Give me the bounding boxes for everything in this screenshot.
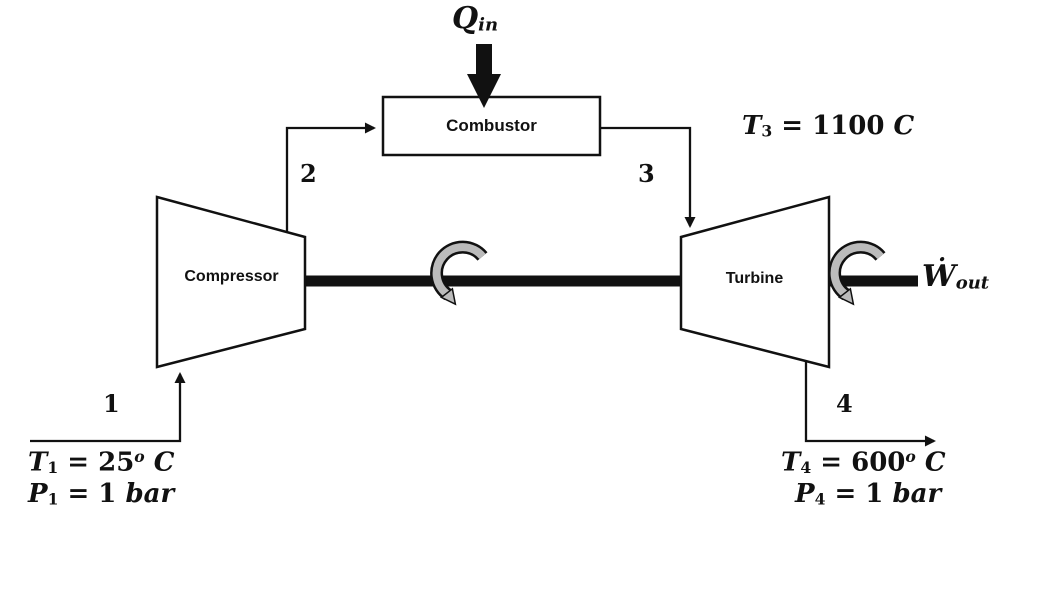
t3-unit: C (893, 111, 915, 141)
state1-pressure: P1 = 1 bar (28, 479, 175, 510)
t4-value: = 600 (811, 447, 906, 478)
state-number-4: 4 (836, 389, 853, 418)
inlet-line-1 (30, 372, 186, 443)
w-out-subscript: out (955, 272, 990, 294)
q-in-subscript: in (478, 14, 499, 36)
p4-symbol: P (795, 479, 815, 509)
p4-unit: bar (892, 479, 942, 509)
t1-value: = 25 (58, 447, 135, 478)
p4-value: = 1 (825, 479, 893, 509)
shaft-rotation-icon (430, 240, 488, 306)
t1-degree-superscript: o (134, 447, 145, 466)
state3-temperature: T3 = 1100 C (742, 111, 915, 142)
t4-subscript: 4 (800, 457, 812, 477)
state-number-1: 1 (103, 389, 120, 418)
p1-unit: bar (125, 479, 175, 509)
t1-symbol: T (28, 447, 48, 478)
w-out-symbol: Ẇ (922, 259, 956, 294)
p4-subscript: 4 (814, 489, 826, 509)
state4-pressure: P4 = 1 bar (795, 479, 942, 510)
p1-symbol: P (28, 479, 48, 509)
t4-unit: C (915, 447, 946, 478)
p1-value: = 1 (58, 479, 126, 509)
outlet-line-4 (804, 360, 936, 447)
compressor-shape (155, 195, 307, 369)
t3-subscript: 3 (761, 121, 773, 141)
combustor-label: Combustor (446, 116, 537, 135)
p1-subscript: 1 (47, 489, 59, 509)
compressor-label: Compressor (184, 268, 279, 285)
q-in-arrow-icon (467, 44, 501, 108)
t4-symbol: T (781, 447, 801, 478)
state4-temperature: T4 = 600o C (781, 448, 946, 478)
q-in-symbol: Q (452, 1, 479, 36)
shaft-rotation-output-icon (828, 240, 886, 306)
t4-degree-superscript: o (905, 447, 916, 466)
flow-line-3 (600, 126, 696, 228)
state-number-3: 3 (638, 159, 655, 188)
t1-unit: C (144, 447, 175, 478)
t3-symbol: T (742, 111, 762, 141)
combustor-shape (381, 95, 602, 157)
state1-temperature: T1 = 25o C (28, 448, 174, 478)
turbine-label: Turbine (725, 270, 784, 287)
w-out-label: Ẇout (922, 259, 990, 295)
flow-line-2 (285, 122, 376, 235)
q-in-label: Qin (452, 1, 499, 37)
t3-value: = 1100 (772, 111, 894, 141)
state-number-2: 2 (300, 159, 317, 188)
t1-subscript: 1 (47, 457, 59, 477)
turbine-shape (679, 195, 831, 369)
